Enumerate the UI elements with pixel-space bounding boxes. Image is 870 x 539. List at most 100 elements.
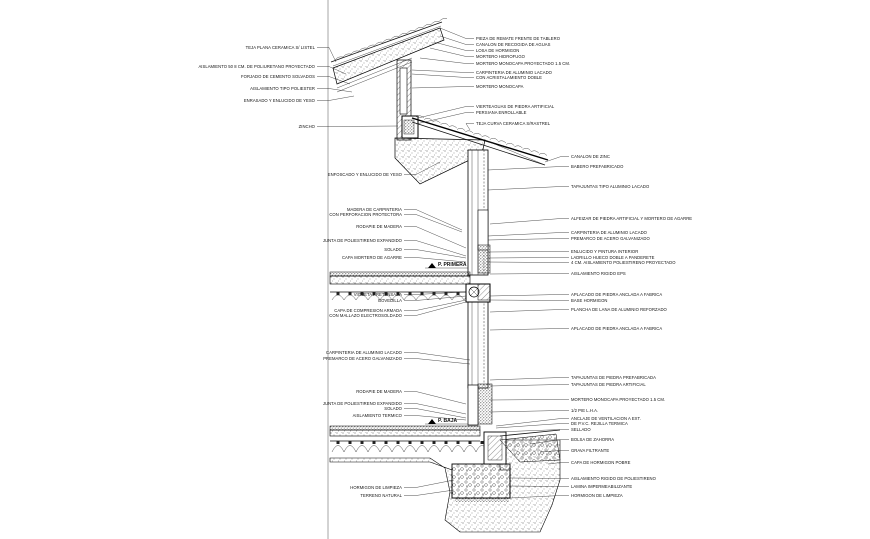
right-label-r17: PREMARCO DE ACERO GALVANIZADO xyxy=(571,236,650,241)
leader-l13 xyxy=(404,257,467,263)
left-label-l19: CARPINTERIA DE ALUMINIO LACADO xyxy=(326,350,403,355)
right-label-r28: MORTERO MONOCAPA PROYECTADO 1.5 CM. xyxy=(571,397,665,402)
right-label-r2: CANALON DE RECOGIDA DE AGUAS xyxy=(476,42,551,47)
leader-r4 xyxy=(429,47,474,57)
leader-r20 xyxy=(487,261,569,263)
upper-roof xyxy=(330,18,448,93)
left-label-l23: SOLADO xyxy=(384,406,402,411)
right-label-r5: MORTERO MONOCAPA PROYECTADO 1.5 CM. xyxy=(476,61,570,66)
leader-l6 xyxy=(317,125,399,127)
right-label-r23: BASE HORMIGON xyxy=(571,298,607,303)
right-label-r9: VIERTEAGUAS DE PIEDRA ARTIFICIAL xyxy=(476,104,555,109)
leader-r9 xyxy=(417,106,474,119)
callout-labels: TEJA PLANA CERAMICA S/ LISTELAISLAMIENTO… xyxy=(198,36,692,498)
left-label-l6: ZINCHO xyxy=(299,124,316,129)
left-label-l9: CON PERFORACION PROTECTORA xyxy=(329,212,402,217)
right-label-r35: CAPA DE HORMIGON POBRE xyxy=(571,460,631,465)
leader-l7 xyxy=(404,161,441,175)
foundation xyxy=(329,429,561,533)
leader-lines xyxy=(317,27,569,499)
leader-r24 xyxy=(489,309,569,313)
leader-r18 xyxy=(487,251,569,253)
right-label-r31: DE P.V.C. REJILLA TERMICA xyxy=(571,421,628,426)
left-label-l2: AISLAMIENTO 50 8 CM. DE POLIURETANO PROY… xyxy=(198,64,315,69)
right-label-r11: TEJA CURVA CERAMICA S/RASTREL xyxy=(476,121,551,126)
right-label-r32: SELLADO xyxy=(571,427,591,432)
left-label-l17: CAPA DE COMPRESION ARMADA xyxy=(334,308,402,313)
dormer-wall xyxy=(396,59,419,141)
leader-r31 xyxy=(495,423,569,429)
right-label-r34: GRAVA FILTRANTE xyxy=(571,448,609,453)
leader-r10 xyxy=(415,112,474,125)
right-label-r24: PLANCHA DE LANA DE ALUMINIO REFORZADO xyxy=(571,307,668,312)
leader-l15 xyxy=(404,291,467,295)
left-label-l12: SOLADO xyxy=(384,247,402,252)
left-label-l26: HORMIGON DE LIMPIEZA xyxy=(350,485,402,490)
left-label-l18: CON MALLAZO ELECTROSOLDADO xyxy=(329,313,402,318)
leader-r28 xyxy=(489,399,569,401)
right-label-r22: APLACADO DE PIEDRA ANCLADA A FABRICA xyxy=(571,292,662,297)
leader-r12 xyxy=(544,156,569,163)
right-label-r20: 4 CM. AISLAMIENTO POLIESTIRENO PROYECTAD… xyxy=(571,260,676,265)
exterior-wall xyxy=(467,149,493,426)
leader-r5 xyxy=(419,57,474,64)
leader-l23 xyxy=(404,408,467,419)
leader-l2 xyxy=(317,66,347,75)
leader-r35 xyxy=(547,462,569,465)
left-label-l4: AISLAMIENTO TIPO POLIESTER xyxy=(250,86,315,91)
left-label-l11: JUNTA DE POLIESTIRENO EXPANDIDO xyxy=(323,238,403,243)
left-label-l13: CAPA MORTERO DE AGARRE xyxy=(342,255,402,260)
leader-r16 xyxy=(487,232,569,237)
leader-r38 xyxy=(509,495,569,499)
leader-l10 xyxy=(404,226,467,249)
leader-r6 xyxy=(411,69,474,73)
left-label-l24: AISLAMIENTO TERMICO xyxy=(353,413,403,418)
right-label-r38: HORMIGON DE LIMPIEZA xyxy=(571,493,623,498)
leader-r29 xyxy=(489,410,569,413)
leader-r30 xyxy=(495,418,569,427)
left-label-l3: FORJADO DE CEMENTO SOLVADOS xyxy=(241,74,315,79)
left-label-l27: TERRENO NATURAL xyxy=(360,493,402,498)
right-label-r13: BABERO PREFABRICADO xyxy=(571,164,624,169)
left-label-l22: JUNTA DE POLIESTIRENO EXPANDIDO xyxy=(323,401,403,406)
left-label-l16: BOVEDILLA xyxy=(378,298,402,303)
left-label-l15: VIGUETA PRETENSADA xyxy=(354,292,402,297)
leader-r14 xyxy=(487,186,569,191)
left-label-l10: RODAPIE DE MADERA xyxy=(356,224,402,229)
leader-r22 xyxy=(489,294,569,297)
leader-l1 xyxy=(317,47,337,63)
leader-l9 xyxy=(404,214,463,233)
leader-l20 xyxy=(404,358,471,365)
leader-r15 xyxy=(489,218,569,225)
right-label-r8: MORTERO MONOCAPA xyxy=(476,84,524,89)
leader-r25 xyxy=(489,328,569,331)
leader-r7 xyxy=(411,73,474,78)
leader-r36 xyxy=(509,477,569,479)
lower-roof xyxy=(394,115,549,185)
level-first-text: P. PRIMERA xyxy=(438,262,467,268)
leader-l27 xyxy=(404,489,455,496)
right-label-r1: PIEZA DE REMATE FRENTE DE TABLERO xyxy=(476,36,561,41)
leader-l24 xyxy=(404,415,467,421)
right-label-r30: ANCLAJE DE VENTILACION A EXT. xyxy=(571,416,641,421)
leader-r37 xyxy=(509,485,569,487)
leader-r8 xyxy=(411,86,474,89)
first-floor-slab xyxy=(329,271,491,303)
leader-l5 xyxy=(317,95,355,101)
leader-l21 xyxy=(404,391,467,405)
ground-floor-slab xyxy=(329,425,489,453)
leader-r3 xyxy=(433,41,474,51)
right-label-r14: TAPAJUNTAS TIPO ALUMINIO LACADO xyxy=(571,184,650,189)
leader-l3 xyxy=(317,76,351,85)
leader-r13 xyxy=(487,166,569,171)
right-label-r18: ENLUCIDO Y PINTURA INTERIOR xyxy=(571,249,638,254)
right-label-r36: AISLAMIENTO RIGIDO DE POLIESTIRENO xyxy=(571,476,657,481)
leader-r21 xyxy=(489,273,569,275)
level-mark-first: P. PRIMERA xyxy=(425,262,468,269)
right-label-r6: CARPINTERIA DE ALUMINIO LACADO xyxy=(476,70,553,75)
left-label-l5: ENRASADO Y ENLUCIDO DE YESO xyxy=(244,98,316,103)
leader-l18 xyxy=(404,301,467,316)
left-label-l7: ENFOSCADO Y ENLUCIDO DE YESO xyxy=(328,172,403,177)
right-label-r15: ALFEIZAR DE PIEDRA ARTIFICIAL Y MORTERO … xyxy=(571,216,692,221)
